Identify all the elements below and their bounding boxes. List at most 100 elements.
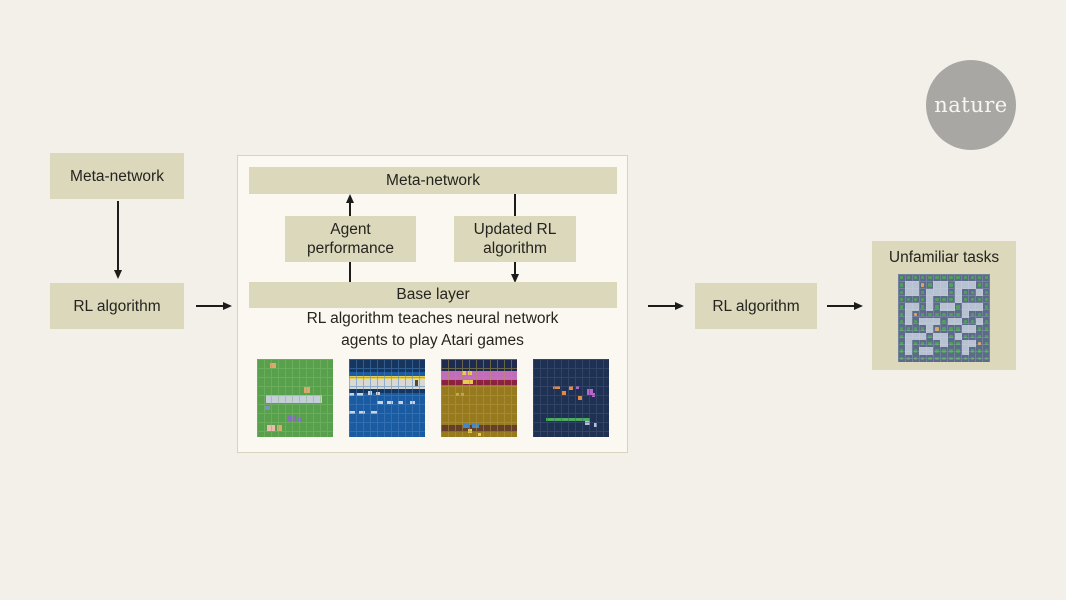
game-sprite <box>455 392 459 396</box>
maze-pellet <box>928 275 932 280</box>
game-sprite <box>264 405 271 411</box>
game-sprite <box>348 388 425 393</box>
maze-corridor-cell <box>962 289 969 296</box>
maze-pellet <box>921 290 925 295</box>
atari-game-night-sky <box>532 359 609 437</box>
maze-pellet <box>970 297 974 302</box>
game-sprite <box>356 392 363 396</box>
maze-pellet <box>913 341 918 346</box>
game-sprite <box>562 390 566 395</box>
maze-corridor-cell <box>969 318 976 325</box>
atari-game-blue-road <box>348 359 425 437</box>
maze-corridor-cell <box>919 289 926 296</box>
maze-wall-cell <box>905 318 913 326</box>
maze-corridor-cell <box>912 274 919 281</box>
maze-corridor-cell <box>898 289 905 296</box>
maze-wall-cell <box>933 281 941 289</box>
maze-pellet <box>949 283 953 287</box>
maze-wall-cell <box>926 303 934 311</box>
maze-pellet <box>935 297 939 302</box>
panel-caption-line2: agents to play Atari games <box>341 332 524 349</box>
maze-pellet <box>949 349 953 353</box>
game-sprite <box>348 392 354 396</box>
maze-corridor-cell <box>969 296 976 303</box>
meta-learning-panel: Meta-network Agent performance Updated R… <box>237 155 628 453</box>
maze-corridor-cell <box>969 333 976 340</box>
maze-pellet <box>928 283 932 287</box>
maze-pellet <box>970 319 974 324</box>
maze-wall-cell <box>954 318 962 326</box>
maze-corridor-cell <box>912 325 919 332</box>
maze-wall-cell <box>961 281 969 289</box>
base-layer-label: Base layer <box>396 286 470 303</box>
maze-pellet <box>963 319 967 324</box>
maze-corridor-cell <box>976 347 983 354</box>
panel-caption-line1: RL algorithm teaches neural network <box>306 310 559 327</box>
maze-corridor-cell <box>933 296 940 303</box>
maze-pellet <box>970 334 974 339</box>
game-sprite <box>349 411 356 415</box>
maze-wall-cell <box>905 288 913 296</box>
maze-corridor-cell <box>919 274 926 281</box>
maze-pellet <box>970 349 974 353</box>
rl-algorithm-box-right: RL algorithm <box>695 283 817 329</box>
maze-wall-cell <box>961 347 969 355</box>
maze-pellet <box>956 327 960 331</box>
maze-pellet <box>977 356 982 361</box>
maze-corridor-cell <box>912 340 919 347</box>
maze-pellet <box>906 297 911 302</box>
maze-orange-pellet <box>921 283 925 287</box>
maze-pellet <box>913 297 918 302</box>
maze-corridor-cell <box>948 355 955 362</box>
arrow-panel-to-rl <box>648 300 684 312</box>
maze-orange-pellet <box>913 312 918 317</box>
maze-corridor-cell <box>912 355 919 362</box>
maze-wall-cell <box>968 281 976 289</box>
maze-corridor-cell <box>955 303 962 310</box>
arrow-head <box>223 302 232 310</box>
maze-pellet <box>913 275 918 280</box>
maze-corridor-cell <box>919 311 926 318</box>
rl-algorithm-box-right-label: RL algorithm <box>712 297 800 315</box>
maze-wall-cell <box>933 288 941 296</box>
maze-corridor-cell <box>912 318 919 325</box>
game-sprite <box>477 433 481 437</box>
maze-corridor-cell <box>976 281 983 288</box>
maze-corridor-cell <box>948 325 955 332</box>
maze-pellet <box>899 349 904 353</box>
maze-wall-cell <box>926 347 934 355</box>
maze-corridor-cell <box>905 274 912 281</box>
panel-meta-network-label: Meta-network <box>386 171 480 189</box>
maze-corridor-cell <box>962 274 969 281</box>
game-sprite <box>348 379 425 389</box>
maze-corridor-cell <box>969 311 976 318</box>
game-sprite <box>440 359 517 371</box>
maze-wall-cell <box>961 310 969 318</box>
maze-pellet <box>913 319 918 324</box>
maze-wall-cell <box>968 340 976 348</box>
game-sprite <box>591 392 595 398</box>
maze-wall-cell <box>926 318 934 326</box>
game-sprite <box>461 392 465 396</box>
game-sprite <box>553 385 560 390</box>
maze-corridor-cell <box>955 355 962 362</box>
maze-pellet <box>942 312 946 317</box>
maze-corridor-cell <box>940 355 947 362</box>
maze-pellet <box>963 275 967 280</box>
maze-pellet <box>899 297 904 302</box>
maze-pellet <box>949 327 953 331</box>
maze-corridor-cell <box>940 347 947 354</box>
maze-corridor-cell <box>983 347 990 354</box>
game-sprite <box>298 418 303 422</box>
maze-pellet <box>921 305 925 309</box>
game-sprite <box>467 371 472 375</box>
maze-corridor-cell <box>955 311 962 318</box>
maze-corridor-cell <box>948 333 955 340</box>
rl-algorithm-box-left-label: RL algorithm <box>73 297 161 315</box>
maze-corridor-cell <box>948 289 955 296</box>
maze-corridor-cell <box>933 355 940 362</box>
line-agent-to-base <box>349 262 351 282</box>
maze-orange-pellet <box>935 327 939 331</box>
agent-performance-box: Agent performance <box>285 216 416 262</box>
